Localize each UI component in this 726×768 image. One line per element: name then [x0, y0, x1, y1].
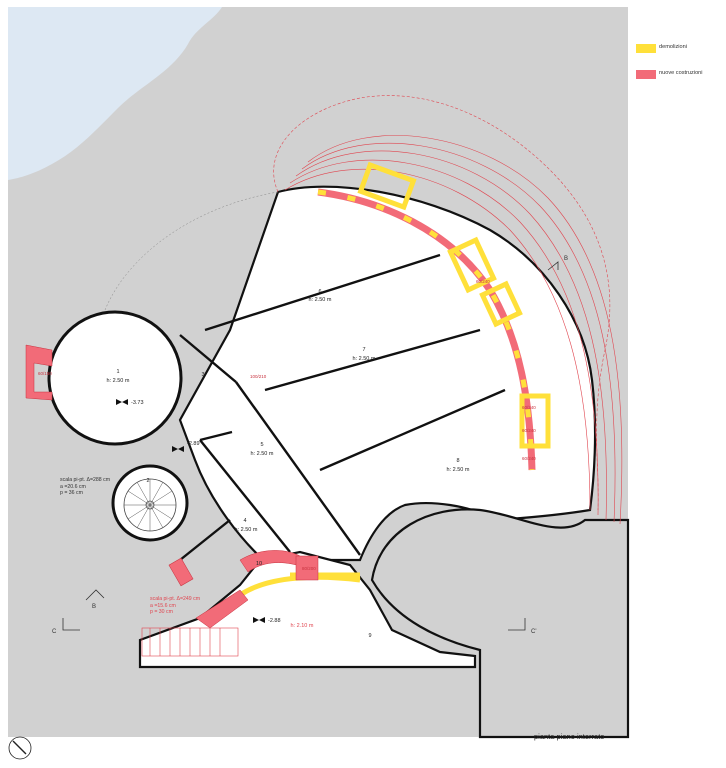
room-3-number: 3 [201, 372, 204, 378]
legend-label-new-construction: nuove costruzioni [659, 70, 703, 76]
section-markers [62, 261, 559, 631]
stair-note-existing-line: scala pi-pt. Δ=288 cm [60, 477, 111, 483]
room-9-number: 9 [368, 633, 371, 639]
north-arrow-icon [8, 736, 32, 760]
new-terrace-outline [273, 95, 611, 511]
legend-label-demolition: demolizioni [659, 44, 687, 50]
opening-tag: 60/240 [476, 279, 490, 284]
lower-room-height: h: 2.10 m [291, 623, 314, 629]
legend-swatch-demolition [636, 44, 656, 53]
stepped-terraces [284, 135, 623, 525]
new-construction-blocks [25, 344, 319, 629]
section-label-c-right: C' [531, 629, 536, 635]
legend-item-new-construction: nuove costruzioni [636, 70, 724, 96]
room-7-height: h: 2.50 m [353, 356, 376, 362]
stair-note-new: scala pi-pt. Δ=249 cm a =15.6 cm p = 30 … [150, 596, 200, 616]
legend-swatch-new-construction [636, 70, 656, 79]
room-5-height: h: 2.50 m [251, 451, 274, 457]
room-7-number: 7 [362, 347, 365, 353]
opening-tag: 60/150 [38, 371, 52, 376]
stair-note-existing: scala pi-pt. Δ=288 cm a =20.6 cm p = 36 … [60, 477, 110, 497]
water-area [8, 7, 222, 180]
section-label-c-left: C [52, 629, 57, 635]
room-10-number: 10 [256, 561, 262, 567]
level-lower: -2.88 [268, 618, 281, 624]
legend-item-demolition: demolizioni [636, 44, 724, 70]
level-room-1: -3.73 [131, 400, 144, 406]
opening-tag: 60/240 [522, 456, 536, 461]
spiral-stair-treads [124, 479, 176, 531]
entry-stair [141, 627, 239, 657]
room-8-number: 8 [456, 458, 459, 464]
stair-note-existing-line: p = 36 cm [60, 490, 83, 497]
room-8-height: h: 2.50 m [447, 467, 470, 473]
room-1-height: h: 2.50 m [107, 378, 130, 384]
stair-note-new-line: p = 30 cm [150, 609, 173, 616]
room-4-height: h: 2.50 m [235, 527, 258, 533]
level-symbols [116, 399, 265, 623]
stair-note-new-line: scala pi-pt. Δ=249 cm [150, 596, 201, 602]
concave-courtyard [370, 508, 630, 739]
room-6-number: 6 [318, 289, 321, 295]
round-room-1 [47, 310, 183, 446]
room-1-number: 1 [116, 369, 119, 375]
opening-tag: 60/240 [522, 428, 536, 433]
level-stair: -2.89 [187, 441, 200, 447]
stair-note-existing-line: a =20.6 cm [60, 483, 86, 490]
room-2-number: 2 [146, 478, 149, 484]
stair-note-new-line: a =15.6 cm [150, 602, 176, 609]
legend: demolizioni nuove costruzioni [636, 44, 724, 96]
room-4-number: 4 [243, 518, 246, 524]
interior-walls [179, 253, 506, 561]
section-label-b-right: B [564, 256, 568, 262]
original-ground-arc [104, 191, 279, 311]
opening-tag: 80/200 [302, 566, 316, 571]
opening-tag: 100/210 [250, 374, 267, 379]
section-label-b-left: B [92, 604, 96, 610]
room-5-number: 5 [260, 442, 263, 448]
drawing-title: pianta piano interrato [534, 732, 605, 741]
opening-tag: 60/240 [522, 405, 536, 410]
room-6-height: h: 2.50 m [309, 297, 332, 303]
